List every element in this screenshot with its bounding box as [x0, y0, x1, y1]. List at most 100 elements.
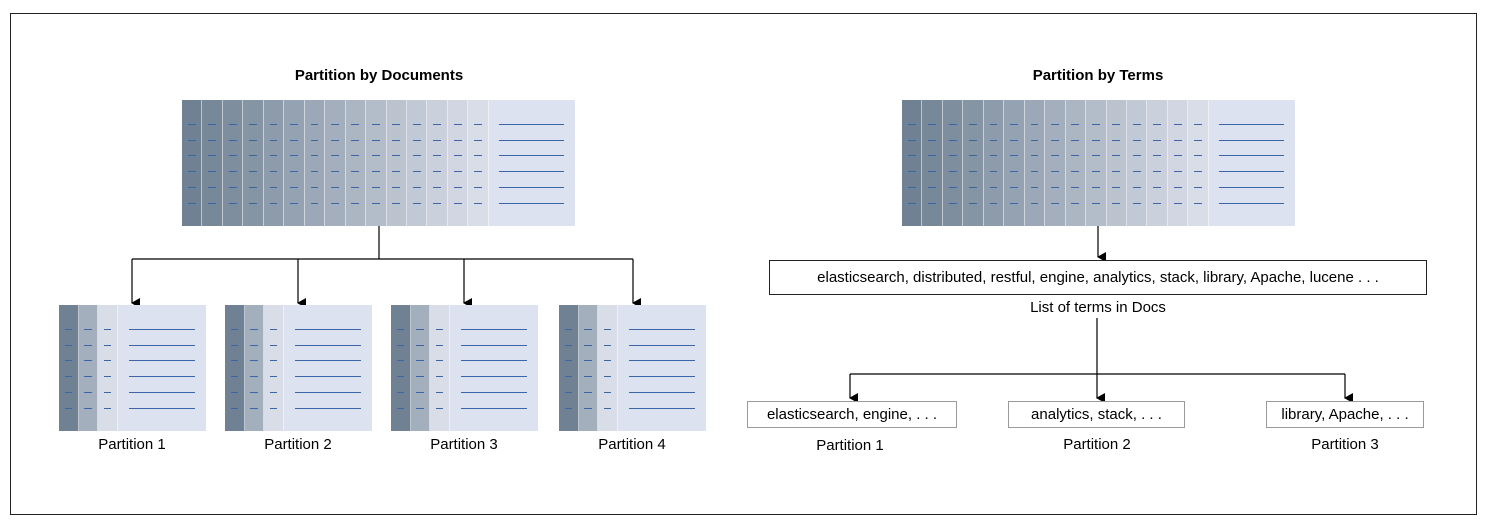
document-dash — [1091, 171, 1100, 173]
document-dash — [1051, 123, 1059, 125]
document-dash — [1153, 155, 1162, 157]
document-dash — [1071, 171, 1080, 173]
document-dash — [435, 391, 444, 393]
document-dash — [948, 171, 957, 173]
document-text-line — [460, 407, 528, 409]
document-column — [98, 305, 118, 431]
document-dash — [1091, 123, 1100, 125]
document-dash — [269, 344, 278, 346]
document-dash — [928, 155, 937, 157]
document-dash — [228, 155, 237, 157]
document-dash — [1173, 186, 1182, 188]
document-dash — [230, 391, 239, 393]
document-dash — [1173, 171, 1182, 173]
document-dash — [907, 123, 916, 125]
document-dash — [392, 186, 401, 188]
document-dash — [392, 171, 401, 173]
document-page — [1208, 100, 1295, 226]
document-dash — [187, 139, 196, 141]
document-dash — [948, 123, 957, 125]
document-column — [447, 100, 469, 226]
document-page — [117, 305, 206, 431]
document-text-line — [628, 328, 696, 330]
document-text-line — [628, 407, 696, 409]
document-dash — [969, 202, 977, 204]
document-dash — [290, 123, 298, 125]
document-dash — [907, 202, 916, 204]
left-partition-3-label: Partition 3 — [430, 436, 498, 453]
document-dash — [1112, 123, 1121, 125]
document-dash — [453, 139, 462, 141]
document-page — [488, 100, 575, 226]
document-dash — [928, 123, 937, 125]
right-heading: Partition by Terms — [1032, 67, 1164, 84]
document-dash — [1051, 139, 1059, 141]
terms-list-caption: List of terms in Docs — [1030, 299, 1166, 316]
document-dash — [1132, 123, 1141, 125]
document-dash — [351, 139, 360, 141]
document-dash — [416, 391, 424, 393]
term-partition-3-box: library, Apache, . . . — [1266, 401, 1424, 428]
document-dash — [371, 202, 380, 204]
document-column — [202, 100, 223, 226]
document-column — [1188, 100, 1209, 226]
document-dash — [187, 123, 196, 125]
document-dash — [412, 202, 421, 204]
document-column — [922, 100, 943, 226]
document-dash — [396, 407, 405, 409]
partition-2-document-icon — [225, 305, 372, 431]
document-dash — [603, 391, 612, 393]
document-dash — [396, 328, 405, 330]
left-partition-1-label: Partition 1 — [98, 436, 166, 453]
document-dash — [290, 171, 298, 173]
document-dash — [433, 139, 442, 141]
document-column — [1106, 100, 1127, 226]
document-dash — [64, 360, 73, 362]
document-dash — [250, 376, 258, 378]
document-text-line — [460, 391, 528, 393]
document-dash — [1010, 186, 1018, 188]
document-dash — [392, 123, 401, 125]
document-dash — [208, 139, 217, 141]
partition-4-document-icon — [559, 305, 706, 431]
document-dash — [1153, 139, 1162, 141]
document-dash — [351, 123, 360, 125]
document-dash — [1132, 139, 1141, 141]
document-text-line — [294, 360, 362, 362]
document-column — [284, 100, 305, 226]
document-column — [983, 100, 1005, 226]
document-dash — [907, 139, 916, 141]
document-dash — [453, 186, 462, 188]
document-text-line — [628, 344, 696, 346]
document-dash — [416, 328, 424, 330]
document-dash — [969, 155, 977, 157]
document-dash — [564, 407, 573, 409]
document-column — [244, 305, 265, 431]
document-dash — [290, 186, 298, 188]
document-dash — [928, 202, 937, 204]
document-dash — [208, 171, 217, 173]
document-dash — [412, 139, 421, 141]
document-dash — [392, 155, 401, 157]
document-dash — [290, 155, 298, 157]
document-text-line — [460, 360, 528, 362]
document-dash — [269, 123, 278, 125]
document-dash — [474, 139, 482, 141]
document-dash — [371, 186, 380, 188]
document-dash — [103, 328, 112, 330]
document-dash — [269, 376, 278, 378]
document-page — [283, 305, 372, 431]
document-dash — [474, 155, 482, 157]
document-dash — [208, 186, 217, 188]
document-column — [345, 100, 367, 226]
document-dash — [1030, 123, 1039, 125]
document-text-line — [499, 155, 565, 157]
document-dash — [433, 202, 442, 204]
document-text-line — [628, 391, 696, 393]
document-column — [225, 305, 245, 431]
document-dash — [310, 139, 319, 141]
document-stack-icon-right — [902, 100, 1295, 226]
document-column — [182, 100, 203, 226]
document-dash — [310, 186, 319, 188]
